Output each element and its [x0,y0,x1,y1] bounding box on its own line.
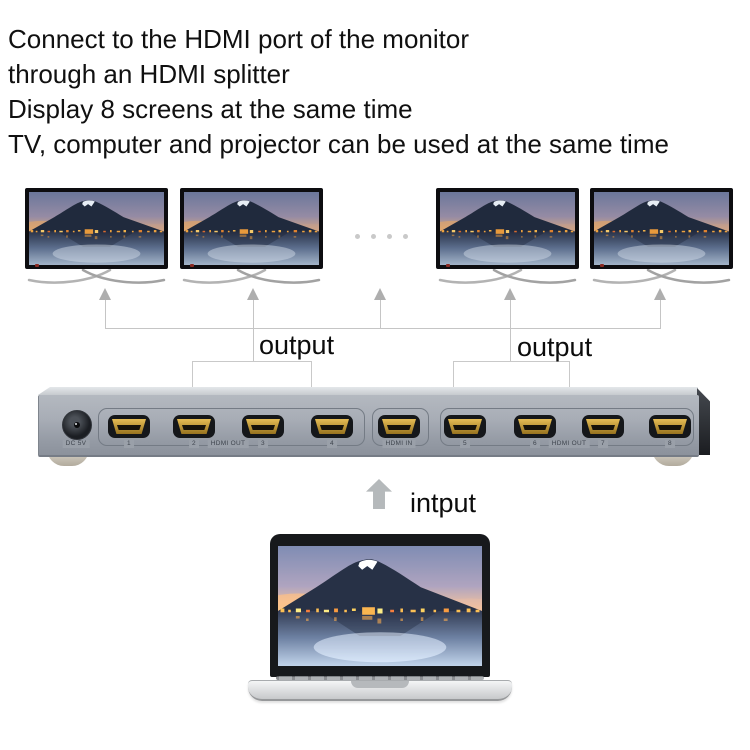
device-side-face [697,388,710,455]
laptop-screen-bezel [270,534,490,677]
output-label-right: output [517,332,593,362]
tv-screen-image [29,192,164,265]
dc-power-label: DC 5V [62,440,90,448]
hdmi-splitter-device: DC 5V 1 2 HDMI OUT 3 4 HDMI IN 5 6 HDMI … [38,395,699,457]
hdmi-in-port [378,415,420,438]
header-line-3: Display 8 screens at the same time [8,94,413,124]
tv-bezel [590,188,733,269]
tv-bezel [180,188,323,269]
port-number-label: 3 [258,440,268,448]
tv-power-led [190,264,194,267]
dc-power-pin [74,422,80,428]
hdmi-port-7 [582,415,624,438]
tv-power-led [35,264,39,267]
hdmi-in-label: HDMI IN [382,440,416,448]
tv-stand [182,269,321,284]
tv-screen-image [184,192,319,265]
more-screens-dot [355,234,360,239]
header-line-1: Connect to the HDMI port of the monitor [8,24,469,54]
output-bracket-right [453,361,570,387]
output-arrow-icon [374,288,386,300]
hdmi-out-label-left: HDMI OUT [207,440,249,448]
device-top-face [38,387,698,395]
hdmi-port-1 [108,415,150,438]
output-arrow-stem [510,299,511,328]
input-label: intput [410,488,477,518]
output-arrow-icon [99,288,111,300]
hdmi-out-label-right: HDMI OUT [548,440,590,448]
tv-screen-image [440,192,575,265]
tv-stand [438,269,577,284]
hdmi-port-2 [173,415,215,438]
tv-bezel [436,188,579,269]
laptop-trackpad-notch [351,681,409,688]
output-arrow-icon [504,288,516,300]
header-line-2: through an HDMI splitter [8,59,290,89]
output-arrow-stem [253,299,254,328]
port-number-label: 1 [124,440,134,448]
header-text: Connect to the HDMI port of the monitor … [8,22,669,162]
output-bracket-stem [253,328,254,361]
header-line-4: TV, computer and projector can be used a… [8,129,669,159]
tv-screen-image [594,192,729,265]
port-number-label: 4 [327,440,337,448]
laptop-base [248,680,512,701]
hdmi-port-5 [444,415,486,438]
more-screens-dot [403,234,408,239]
output-arrow-stem [380,299,381,328]
output-arrow-icon [247,288,259,300]
laptop-screen-image [278,546,482,666]
hdmi-port-3 [242,415,284,438]
more-screens-dot [371,234,376,239]
output-bracket-left [192,361,312,387]
output-arrow-stem [105,299,106,328]
tv-monitor-2 [180,188,323,287]
tv-monitor-3 [436,188,579,287]
laptop-keyboard-edge [276,676,484,680]
tv-monitor-4 [590,188,733,287]
hdmi-port-4 [311,415,353,438]
port-number-label: 5 [460,440,470,448]
laptop [248,534,512,701]
more-screens-dot [387,234,392,239]
tv-stand [592,269,731,284]
port-number-label: 2 [189,440,199,448]
tv-monitor-1 [25,188,168,287]
output-bracket-stem [510,328,511,361]
tv-power-led [446,264,450,267]
output-connector-line [105,328,661,329]
port-number-label: 6 [530,440,540,448]
tv-stand [27,269,166,284]
input-arrow-icon [366,479,392,509]
hdmi-port-6 [514,415,556,438]
hdmi-port-8 [649,415,691,438]
tv-power-led [600,264,604,267]
port-number-label: 7 [598,440,608,448]
tv-bezel [25,188,168,269]
dc-power-jack [62,410,92,440]
output-arrow-icon [654,288,666,300]
output-label-left: output [259,330,335,360]
port-number-label: 8 [665,440,675,448]
output-arrow-stem [660,299,661,328]
